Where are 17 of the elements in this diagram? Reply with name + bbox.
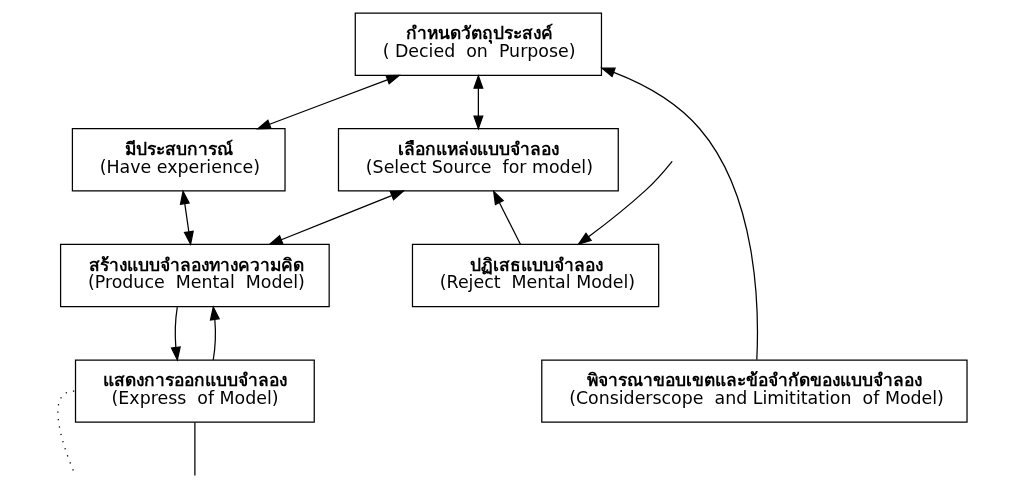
arrow	[209, 305, 221, 361]
node-box: แสดงการออกแบบจำลอง (Express of Model)	[74, 359, 315, 423]
node-box: มีประสบการณ์ (Have experience)	[71, 128, 286, 192]
arrow	[577, 160, 673, 246]
arrow	[473, 73, 484, 131]
arrow	[600, 67, 759, 361]
node-box: สร้างแบบจำลองทางความคิด (Produce Mental Model)	[59, 243, 330, 308]
node-box: ปฏิเสธแบบจำลอง (Reject Mental Model)	[411, 243, 660, 308]
node-box: เลือกแหล่งแบบจำลอง (Select Source for model)	[337, 128, 619, 192]
node-box: พิจารณาขอบเขตและข้อจำกัดของแบบจำลอง (Considerscope and Limititation of Model)	[541, 359, 968, 423]
arrow	[256, 74, 401, 130]
connector	[194, 421, 196, 477]
arrow	[267, 190, 406, 246]
arrow	[179, 189, 194, 247]
arrow	[492, 189, 521, 245]
node-box: กำหนดวัตถุประสงค์ ( Decied on Purpose)	[354, 12, 603, 76]
arrow	[170, 306, 181, 362]
